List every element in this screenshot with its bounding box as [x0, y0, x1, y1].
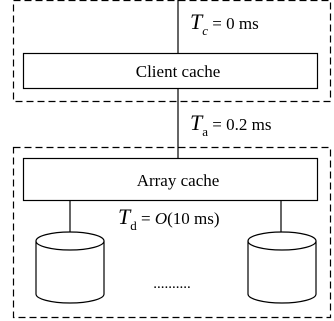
client-group-frame — [12, 0, 332, 103]
array-group-frame — [12, 146, 332, 319]
array-cache-box — [22, 157, 319, 202]
client-cache-box — [22, 52, 319, 90]
array-link-latency-label: Ta = 0.2 ms — [190, 110, 271, 139]
array-cache-label: Array cache — [137, 171, 220, 190]
disk-left — [35, 231, 105, 304]
client-latency-label: Tc = 0 ms — [190, 9, 259, 38]
disk-ellipsis: .......... — [153, 276, 191, 292]
client-cache-label: Client cache — [136, 62, 221, 81]
disk-right — [247, 231, 317, 304]
disk-latency-label: Td = O(10 ms) — [118, 204, 220, 233]
